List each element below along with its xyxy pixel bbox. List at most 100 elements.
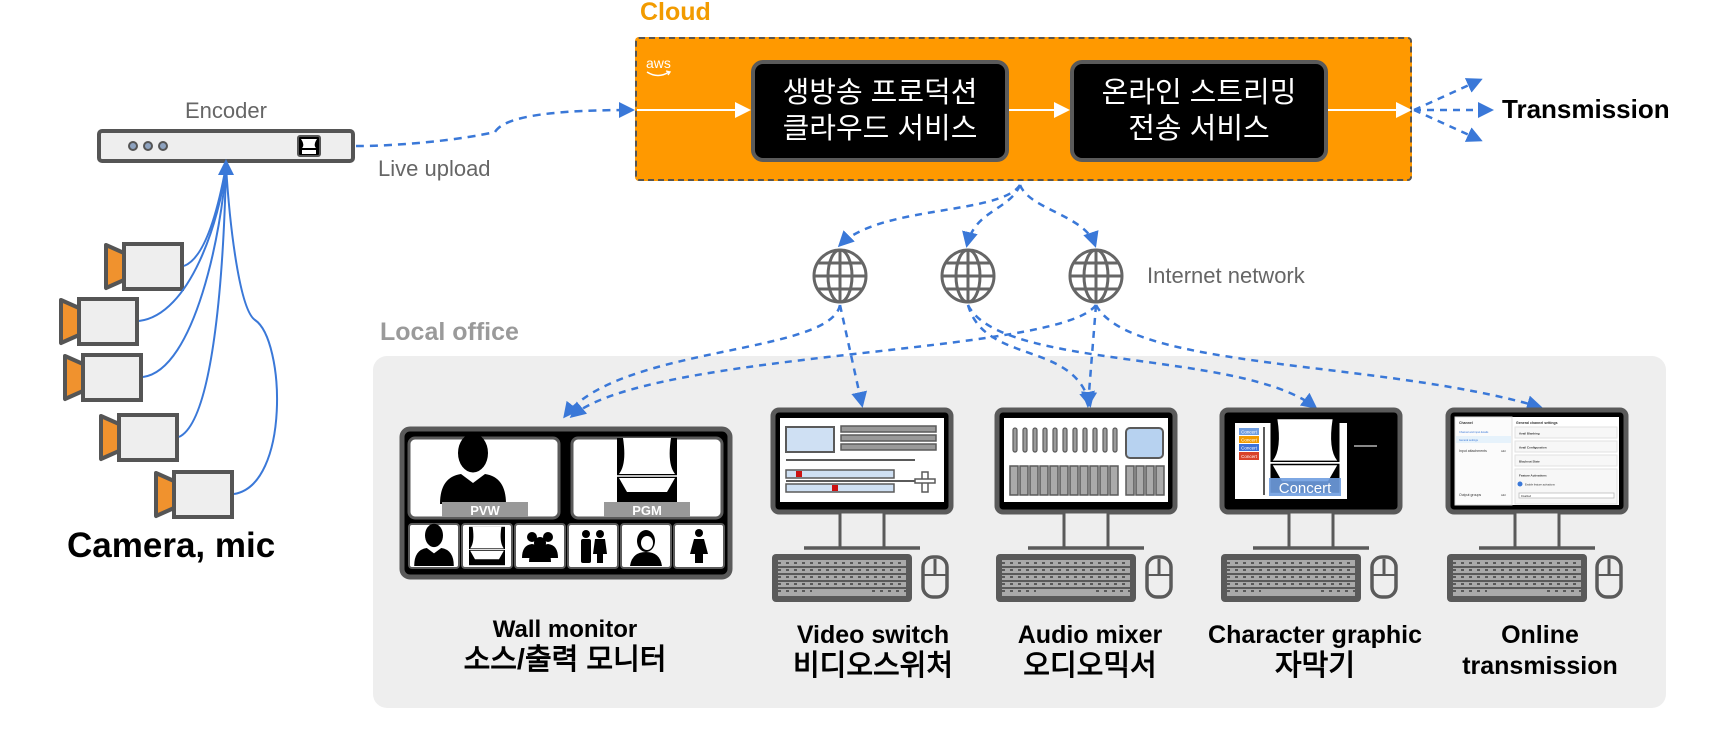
camera-mic-label: Camera, mic — [67, 526, 276, 565]
cloud-to-internet-links — [837, 184, 1099, 248]
video-switch-label-ko: 비디오스위처 — [792, 650, 954, 682]
mouse-icon[interactable] — [1370, 555, 1398, 599]
transmission-label: Transmission — [1502, 94, 1670, 124]
mouse-icon[interactable] — [1145, 555, 1173, 599]
character-graphic-workstation[interactable] — [1219, 407, 1403, 603]
console-add-button[interactable]: Add — [1501, 449, 1506, 453]
console-select — [1518, 492, 1615, 499]
encoder-led-icon — [158, 141, 168, 151]
camera-icon[interactable] — [99, 413, 179, 462]
mouse-icon[interactable] — [1595, 555, 1623, 599]
local-office-section-title: Local office — [380, 318, 519, 346]
console-sidebar-selected — [1456, 436, 1511, 443]
stage-curtain-icon — [616, 437, 678, 503]
aws-smile-icon — [646, 70, 672, 77]
encoder-stage-icon — [297, 135, 321, 157]
console-sidebar — [1454, 416, 1513, 506]
audio-mixer-workstation[interactable] — [994, 407, 1178, 603]
cg-layer-label: Concert — [1241, 438, 1258, 443]
transmission-links — [1413, 78, 1494, 142]
globe-icon[interactable] — [1068, 248, 1124, 304]
encoder-led-icon — [128, 141, 138, 151]
wall-monitor-label-en: Wall monitor — [492, 616, 638, 643]
console-input-attachments: Input attachments — [1459, 449, 1487, 453]
camera-icon[interactable] — [104, 242, 184, 291]
online-transmission-label: Online transmission — [1445, 620, 1635, 682]
audio-mixer-label: Audio mixer 오디오믹서 — [990, 620, 1190, 682]
console-accordion-item[interactable]: Feature Activations — [1519, 474, 1547, 478]
pgm-tag: PGM — [632, 503, 662, 518]
console-accordion-item[interactable]: Avail Configuration — [1519, 446, 1547, 450]
pvw-tag: PVW — [470, 503, 500, 518]
group-icon — [522, 532, 558, 562]
console-toggle-label[interactable]: Enable feature activations — [1525, 483, 1556, 487]
console-sidebar-item[interactable]: Channel and input details — [1459, 430, 1489, 434]
console-sidebar-title: Channel — [1459, 421, 1473, 425]
character-graphic-label: Character graphic 자막기 — [1195, 620, 1435, 682]
live-upload-label: Live upload — [378, 156, 491, 181]
mixer-knob-rows — [1012, 427, 1118, 453]
keyboard-icon[interactable] — [1220, 553, 1362, 603]
camera-icon[interactable] — [63, 353, 143, 402]
keyboard-icon[interactable] — [771, 553, 913, 603]
cg-layer-label: Concert — [1241, 430, 1258, 435]
encoder-device[interactable] — [97, 129, 355, 163]
cg-layer-label: Concert — [1241, 454, 1258, 459]
wall-monitor-label-ko: 소스/출력 모니터 — [463, 644, 667, 676]
internet-network-label: Internet network — [1147, 263, 1305, 288]
audio-mixer-label-en: Audio mixer — [1017, 621, 1163, 649]
source-tile[interactable] — [567, 523, 619, 569]
video-switch-label-en: Video switch — [796, 621, 950, 649]
switcher-button-rows — [785, 425, 937, 493]
pvw-tag-bg — [442, 502, 528, 517]
mouse-icon[interactable] — [921, 555, 949, 599]
camera-cables — [138, 165, 279, 495]
cable — [178, 165, 227, 438]
mixer-faders — [1009, 465, 1165, 496]
cable — [225, 165, 279, 495]
aws-logo-text: aws — [646, 55, 671, 71]
aws-logo: aws — [646, 56, 672, 78]
caption-text: Concert — [1279, 480, 1332, 497]
encoder-led-icon — [143, 141, 153, 151]
console-panel-title: General channel settings — [1516, 421, 1558, 425]
camera-icon[interactable] — [59, 297, 139, 346]
wall-monitor[interactable] — [399, 426, 733, 580]
video-switch-workstation[interactable] — [770, 407, 954, 603]
internet-to-device-links — [563, 304, 1543, 419]
cloud-section-title: Cloud — [640, 0, 711, 26]
globe-icon[interactable] — [940, 248, 996, 304]
live-production-cloud-service[interactable]: 생방송 프로덕션 클라우드 서비스 — [751, 60, 1009, 162]
source-tiles — [408, 523, 725, 569]
toggle-icon — [1517, 481, 1523, 487]
online-transmission-label-line2: transmission — [1462, 652, 1618, 680]
encoder-label: Encoder — [185, 98, 267, 123]
audio-mixer-label-ko: 오디오믹서 — [1023, 650, 1157, 682]
online-transmission-label-line1: Online — [1501, 621, 1579, 649]
mixer-display — [1125, 427, 1164, 459]
console-sidebar-item[interactable]: General settings — [1459, 438, 1479, 442]
online-transmission-workstation[interactable] — [1445, 407, 1629, 603]
camera-icon[interactable] — [154, 470, 234, 519]
cable — [142, 165, 227, 378]
woman-icon — [690, 529, 708, 563]
character-graphic-label-en: Character graphic — [1208, 621, 1422, 649]
cg-layer-label: Concert — [1241, 446, 1258, 451]
stage-curtain-icon — [468, 526, 506, 566]
keyboard-icon[interactable] — [995, 553, 1137, 603]
cable — [138, 165, 227, 322]
online-streaming-service[interactable]: 온라인 스트리밍 전송 서비스 — [1070, 60, 1328, 162]
console-accordion-item[interactable]: Blackout Slate — [1519, 460, 1540, 464]
character-graphic-label-ko: 자막기 — [1274, 650, 1356, 682]
globe-icon[interactable] — [812, 248, 868, 304]
console-add-button[interactable]: Add — [1501, 493, 1506, 497]
console-output-groups: Output groups — [1459, 493, 1481, 497]
switcher-preview — [785, 426, 835, 453]
console-accordion-item[interactable]: Avail Blanking — [1519, 432, 1540, 436]
keyboard-icon[interactable] — [1446, 553, 1588, 603]
couple-icon — [581, 530, 607, 563]
wall-monitor-label: Wall monitor 소스/출력 모니터 — [430, 614, 700, 676]
live-upload-link — [355, 102, 635, 148]
console-select-value[interactable]: Disabled — [1521, 494, 1532, 498]
